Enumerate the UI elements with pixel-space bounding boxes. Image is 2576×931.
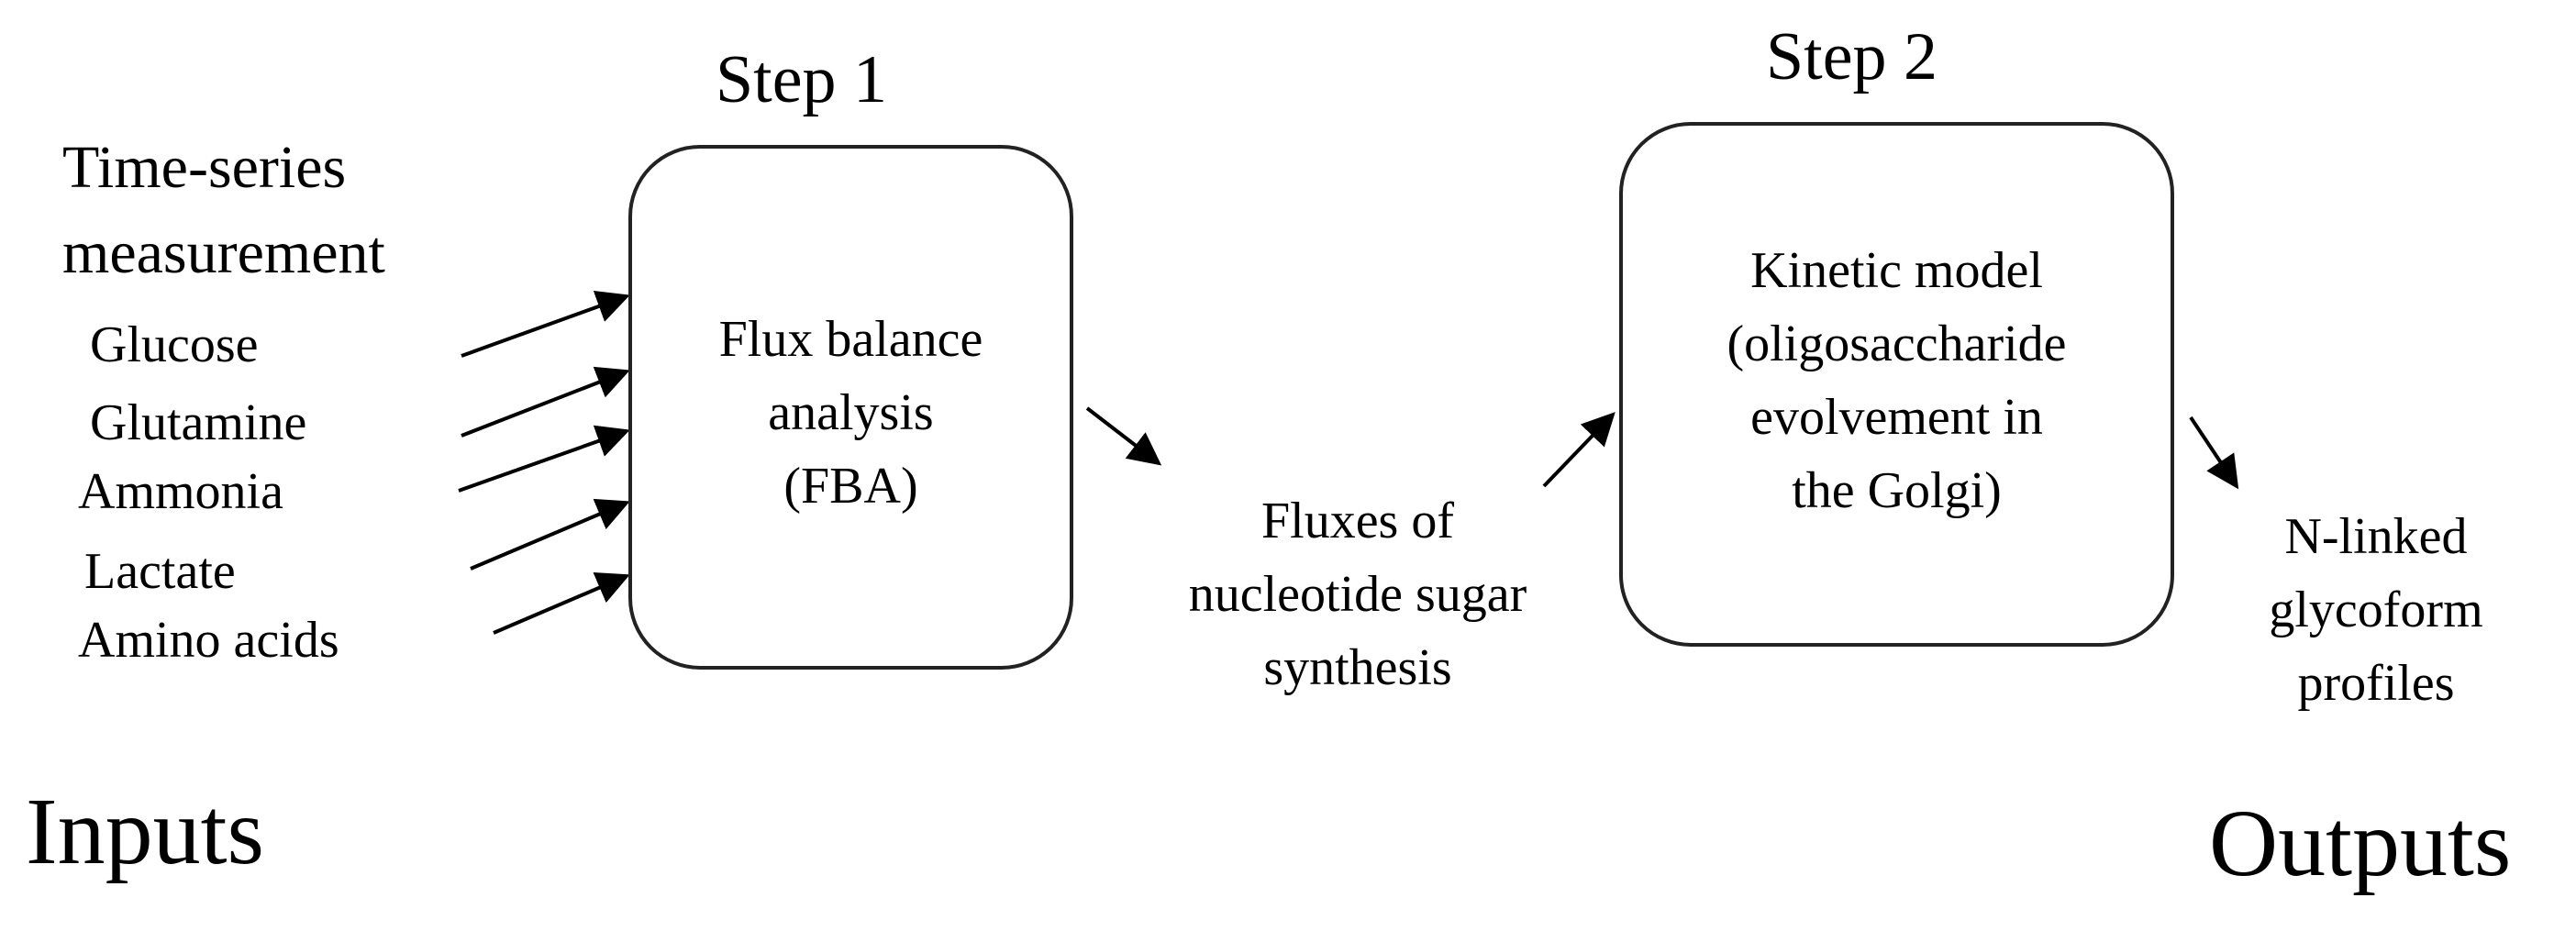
step1-box (628, 145, 1073, 670)
arrow-ammonia (458, 425, 630, 493)
step2-line-2: (oligosaccharide (1727, 316, 2067, 372)
outputs-line-2: glycoform (2269, 582, 2483, 638)
input-item: Lactate (84, 543, 236, 600)
outputs-line-1: N-linked (2284, 508, 2468, 565)
outputs-text: N-linked glycoform profiles (2229, 500, 2523, 720)
input-item: Glucose (90, 316, 259, 373)
arrow-glutamine (461, 366, 630, 438)
step2-box (1619, 122, 2174, 647)
input-item: Ammonia (78, 463, 283, 520)
arrow-fluxes-to-kinetic (1542, 412, 1616, 488)
outputs-label: Outputs (2209, 791, 2512, 896)
step1-box-text: Flux balance analysis (FBA) (628, 303, 1073, 523)
outputs-line-3: profiles (2297, 655, 2455, 712)
step1-line-3: (FBA) (783, 458, 918, 515)
fluxes-line-2: nucleotide sugar (1188, 566, 1527, 623)
input-item: Glutamine (90, 394, 307, 451)
fluxes-line-3: synthesis (1263, 639, 1452, 696)
fluxes-line-1: Fluxes of (1261, 493, 1454, 549)
step2-line-1: Kinetic model (1750, 242, 2043, 299)
step1-line-1: Flux balance (718, 311, 983, 368)
step1-title: Step 1 (716, 42, 888, 117)
inputs-heading-line-2: measurement (62, 219, 385, 286)
step2-box-text: Kinetic model (oligosaccharide evolvemen… (1619, 234, 2174, 527)
arrow-lactate (470, 498, 630, 571)
inputs-heading-line-1: Time-series (62, 134, 347, 201)
fluxes-text: Fluxes of nucleotide sugar synthesis (1101, 484, 1615, 704)
arrow-kinetic-to-outputs (2189, 416, 2239, 490)
arrow-glucose (461, 290, 630, 358)
inputs-label: Inputs (26, 779, 264, 884)
step2-line-4: the Golgi) (1792, 462, 2002, 519)
step2-title: Step 2 (1766, 19, 1938, 94)
arrow-fba-to-fluxes (1085, 406, 1162, 466)
arrow-amino-acids (493, 572, 630, 635)
step1-line-2: analysis (768, 384, 934, 441)
step2-line-3: evolvement in (1750, 389, 2043, 446)
input-item: Amino acids (78, 612, 339, 669)
